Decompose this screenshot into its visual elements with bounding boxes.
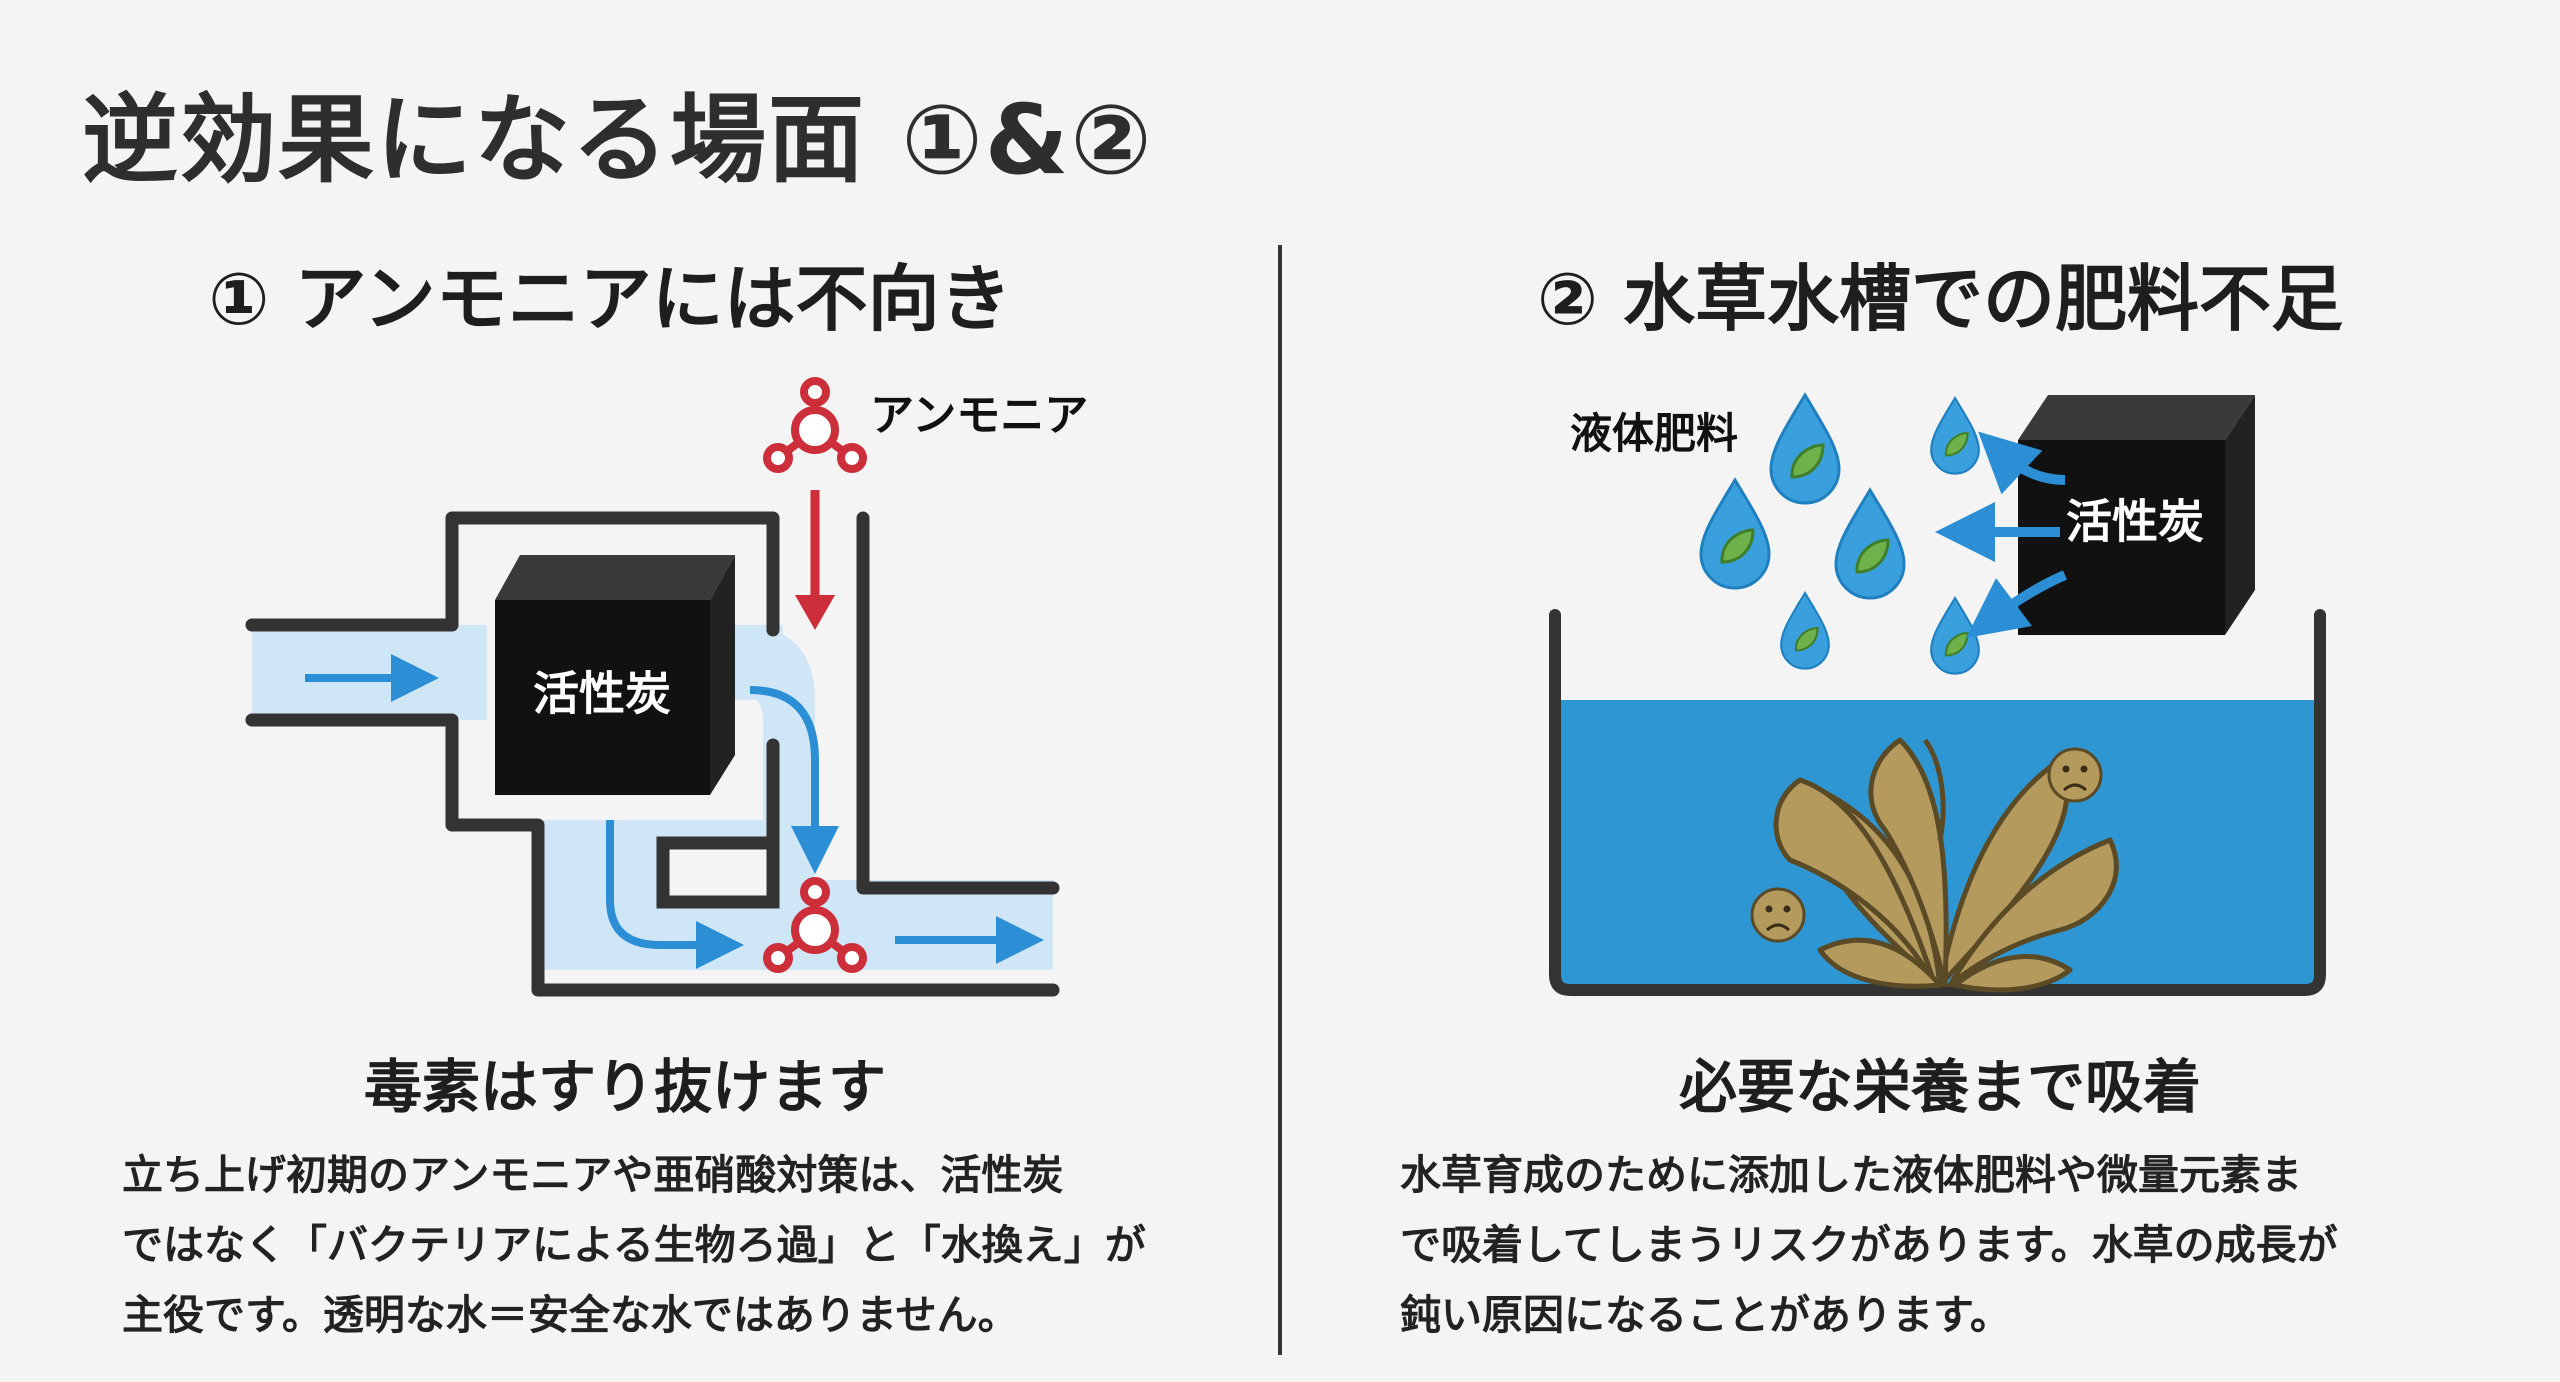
ammonia-arrow	[795, 490, 835, 630]
fertilizer-droplet-icon	[1834, 488, 1906, 600]
body-line: 水草育成のために添加した液体肥料や微量元素ま	[1400, 1151, 2302, 1199]
subheading-toxins: 毒素はすり抜けます	[363, 1053, 886, 1121]
center-divider	[1278, 245, 1282, 1355]
body-line: で吸着してしまうリスクがあります。水草の成長が	[1400, 1221, 2338, 1269]
flow-arrow-bottom	[606, 820, 744, 969]
fertilizer-droplet-icon	[1930, 396, 1980, 475]
subheading-nutrients: 必要な栄養まで吸着	[1678, 1053, 2201, 1121]
ammonia-molecule-passing-icon	[763, 877, 867, 973]
fertilizer-droplet-icon	[1780, 591, 1830, 670]
adsorption-arrows	[1935, 431, 2067, 638]
fertilizer-droplet-icon	[1769, 393, 1841, 505]
activated-carbon-cube-left: 活性炭	[495, 555, 735, 795]
body-line: ではなく「バクテリアによる生物ろ過」と「水換え」が	[122, 1221, 1146, 1269]
page-title: 逆効果になる場面 ①&②	[82, 84, 1154, 196]
inner-baffle	[656, 836, 780, 909]
panel-plant-tank: ② 水草水槽での肥料不足	[1300, 0, 2540, 1382]
wilting-plant-icon	[1773, 737, 2119, 993]
flow-arrow-down	[749, 686, 839, 874]
carbon-label-right: 活性炭	[2066, 495, 2204, 549]
adsorption-arrow-bottom	[1965, 570, 2067, 638]
body-line: 立ち上げ初期のアンモニアや亜硝酸対策は、活性炭	[122, 1151, 1064, 1199]
ammonia-label: アンモニア	[870, 390, 1088, 441]
adsorption-arrow-top	[1978, 431, 2066, 495]
carbon-label-left: 活性炭	[533, 667, 671, 721]
ammonia-molecule-icon	[763, 377, 867, 473]
body-line: 主役です。透明な水＝安全な水ではありません。	[122, 1291, 1019, 1339]
fertilizer-droplet-icon	[1699, 478, 1771, 590]
sad-face-icon	[2047, 747, 2103, 803]
fertilizer-droplets	[1699, 393, 1980, 675]
body-text-ammonia: 立ち上げ初期のアンモニアや亜硝酸対策は、活性炭 ではなく「バクテリアによる生物ろ…	[122, 1140, 1242, 1350]
body-line: 鈍い原因になることがあります。	[1400, 1291, 2011, 1339]
plant-tank-diagram: 液体肥料 活性炭	[1549, 393, 2326, 996]
fertilizer-droplet-icon	[1930, 596, 1980, 675]
sad-face-icon	[1750, 887, 1806, 943]
flow-arrows	[305, 654, 1044, 969]
panel-ammonia: ① アンモニアには不向き 活性炭	[20, 0, 1260, 1382]
body-text-plant-tank: 水草育成のために添加した液体肥料や微量元素ま で吸着してしまうリスクがあります。…	[1400, 1140, 2530, 1350]
fertilizer-label: 液体肥料	[1570, 409, 1738, 458]
panel-heading-plant-tank: ② 水草水槽での肥料不足	[1536, 257, 2344, 341]
activated-carbon-cube-right: 活性炭	[2018, 395, 2255, 635]
panel-heading-ammonia: ① アンモニアには不向き	[208, 257, 1012, 341]
filter-flow-diagram: 活性炭 アンモニア	[245, 377, 1088, 997]
